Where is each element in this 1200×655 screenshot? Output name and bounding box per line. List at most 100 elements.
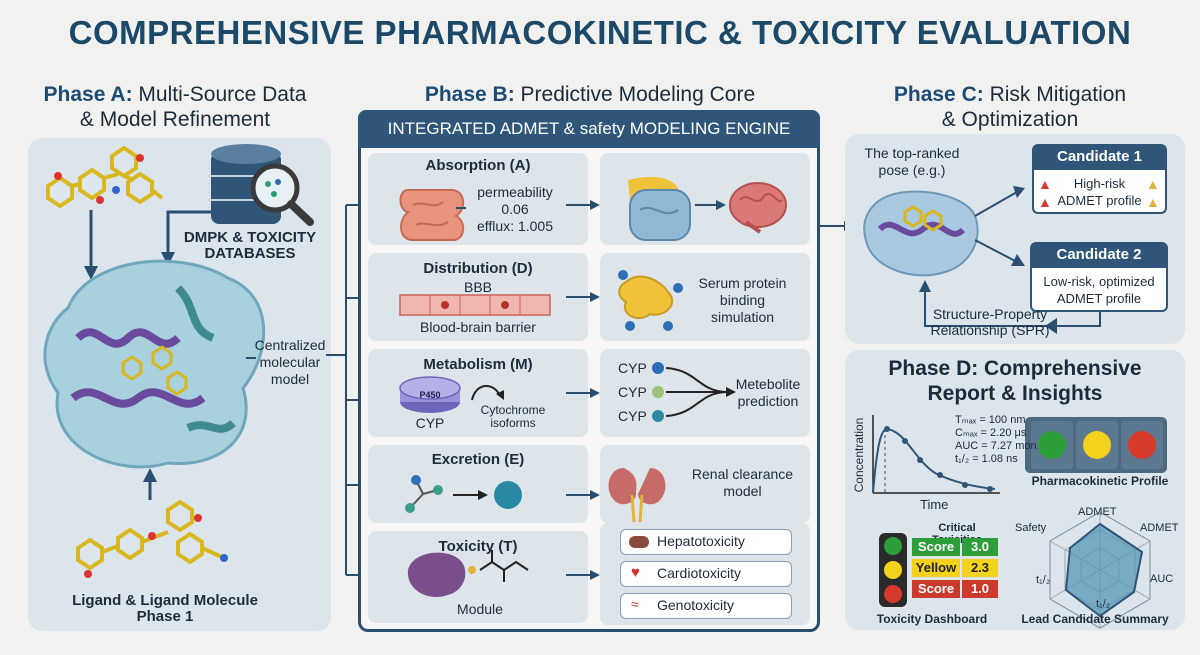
- absorption-line2: 0.06: [501, 201, 529, 217]
- pk-auc: AUC = 7.27 mon: [955, 440, 1037, 452]
- warning-icon-red-1: ▲: [1038, 176, 1052, 192]
- absorption-values: permeability 0.06 efflux: 1.005: [470, 184, 560, 235]
- metabolite-label: Metebolite prediction: [728, 376, 808, 410]
- phase-d-graphics: [872, 415, 1167, 629]
- radar-chart: [1049, 511, 1151, 629]
- serum-line3: simulation: [710, 309, 775, 325]
- tox-traffic-light: [879, 533, 907, 607]
- heart-icon: ♥: [631, 564, 640, 581]
- toxicity-box: [368, 531, 588, 623]
- absorption-line3: efflux: 1.005: [476, 218, 554, 234]
- radar-label-right: ADMET: [1140, 522, 1179, 534]
- candidate-1-body: High-risk ADMET profile: [1032, 170, 1167, 214]
- cyp-label: CYP: [415, 415, 445, 431]
- genotoxicity-item: ≈ Genotoxicity: [620, 593, 792, 619]
- candidate-1-title: Candidate 1: [1032, 144, 1167, 170]
- excretion-box: [368, 445, 588, 523]
- phase-b-heading-bold: Phase B:: [424, 83, 515, 106]
- cardiotoxicity-item: ♥ Cardiotoxicity: [620, 561, 792, 587]
- pk-ylabel: Concentration: [852, 417, 866, 493]
- renal-line2: model: [723, 483, 762, 499]
- candidate-2-card: Candidate 2 Low-risk, optimized ADMET pr…: [1030, 242, 1168, 312]
- score-row-1: Score 3.0: [912, 538, 998, 556]
- ligand-label: Ligand & Ligand Molecule Phase 1: [40, 593, 290, 625]
- candidate-1-card: Candidate 1 High-risk ADMET profile ▲ ▲ …: [1032, 144, 1167, 214]
- pose-line1: The top-ranked: [864, 145, 960, 161]
- protein-icon: [43, 259, 266, 469]
- phase-b-heading: Phase B: Predictive Modeling Core: [360, 82, 820, 107]
- magnifier-icon: [250, 163, 314, 226]
- score-2-label: Yellow: [912, 559, 960, 577]
- phase-b-graphics: [399, 176, 787, 598]
- phase-a-heading-rest: Multi-Source Data: [132, 83, 307, 106]
- phase-c-heading: Phase C: Risk Mitigation & Optimization: [860, 82, 1160, 132]
- phase-a-heading-line2: & Model Refinement: [79, 108, 271, 131]
- score-row-3: Score 1.0: [912, 580, 998, 598]
- gi-tract-icon: [628, 176, 691, 241]
- pk-thalf: t₁/₂ = 1.08 ns: [955, 453, 1018, 465]
- isoforms-line2: isoforms: [490, 416, 536, 430]
- pk-xlabel: Time: [920, 497, 949, 512]
- absorption-title: Absorption (A): [425, 157, 531, 174]
- spr-label: Structure-Property Relationship (SPR): [920, 306, 1060, 338]
- pose-label: The top-ranked pose (e.g.): [852, 145, 972, 179]
- score-1-label: Score: [912, 538, 960, 556]
- score-1-value: 3.0: [962, 538, 998, 556]
- radar-label-left: Safety: [1015, 522, 1047, 534]
- cyp-enzyme-icon: [399, 376, 461, 413]
- toxicity-title: Toxicity (T): [438, 538, 518, 555]
- renal-line1: Renal clearance: [691, 466, 794, 482]
- warning-icon-red-2: ▲: [1038, 194, 1052, 210]
- dna-icon: ≈: [631, 596, 639, 612]
- score-3-label: Score: [912, 580, 960, 598]
- phase-c-heading-line2: & Optimization: [941, 108, 1079, 131]
- warning-icon-yellow-2: ▲: [1146, 194, 1160, 210]
- central-model-label: Centralized molecular model: [245, 337, 335, 388]
- genotoxicity-label: Genotoxicity: [657, 597, 735, 613]
- ligand-label-line2: Phase 1: [136, 608, 194, 625]
- pk-curve: [872, 427, 996, 494]
- phase-c-heading-bold: Phase C:: [893, 83, 984, 106]
- module-label: Module: [457, 601, 503, 617]
- spr-line1: Structure-Property: [932, 306, 1048, 322]
- phase-d-heading-line1: Phase D: Comprehensive: [888, 357, 1142, 380]
- radar-label-top: ADMET: [1078, 506, 1117, 518]
- phase-d-heading: Phase D: Comprehensive Report & Insights: [845, 356, 1185, 406]
- pose-line2: pose (e.g.): [878, 162, 946, 178]
- p450-label: P450: [419, 390, 441, 400]
- serum-line1: Serum protein: [698, 275, 787, 291]
- metabolite-line2: prediction: [737, 393, 799, 409]
- candidate-2-line2: ADMET profile: [1056, 291, 1142, 306]
- cardiotoxicity-label: Cardiotoxicity: [657, 565, 742, 581]
- kidney-icon: [608, 468, 666, 523]
- pk-cmax: Cₘₐₓ = 2.20 μs: [955, 427, 1027, 439]
- cyp-network-icon: [652, 362, 736, 422]
- excretion-molecule-icon: [405, 475, 443, 513]
- candidate-1-line2: ADMET profile: [1057, 193, 1142, 208]
- phase-a-heading: Phase A: Multi-Source Data & Model Refin…: [20, 82, 330, 132]
- pose-protein-icon: [863, 190, 979, 277]
- radar-label-lower-left: t₁/₂: [1036, 574, 1051, 586]
- database-label-line1: DMPK & TOXICITY: [183, 229, 317, 246]
- cyp-b-label: CYP: [618, 384, 647, 400]
- intestine-icon: [399, 189, 465, 241]
- radar-label-bottom: t₁/₂: [1096, 598, 1111, 610]
- hepatotoxicity-label: Hepatotoxicity: [657, 533, 745, 549]
- ligand-label-line1: Ligand & Ligand Molecule: [72, 592, 258, 609]
- isoforms-line1: Cytochrome: [480, 403, 546, 417]
- database-label: DMPK & TOXICITY DATABASES: [180, 230, 320, 262]
- distribution-title: Distribution (D): [423, 260, 533, 277]
- liver-icon: [629, 536, 649, 548]
- tox-dashboard-label: Toxicity Dashboard: [876, 612, 988, 626]
- blood-brain-barrier-label: Blood-brain barrier: [420, 319, 536, 335]
- phase-b-heading-rest: Predictive Modeling Core: [514, 83, 756, 106]
- score-2-value: 2.3: [962, 559, 998, 577]
- liver-module-icon: [407, 552, 466, 598]
- pk-parameters: Tₘₐₓ = 100 nm Cₘₐₓ = 2.20 μs AUC = 7.27 …: [955, 414, 1037, 466]
- cyp-a-label: CYP: [618, 360, 647, 376]
- metabolism-title: Metabolism (M): [423, 356, 533, 373]
- metabolite-line1: Metebolite: [735, 376, 801, 392]
- serum-protein-label: Serum protein binding simulation: [680, 275, 805, 326]
- pk-ylabel-wrap: Concentration: [852, 412, 866, 502]
- phase-a-heading-bold: Phase A:: [43, 83, 133, 106]
